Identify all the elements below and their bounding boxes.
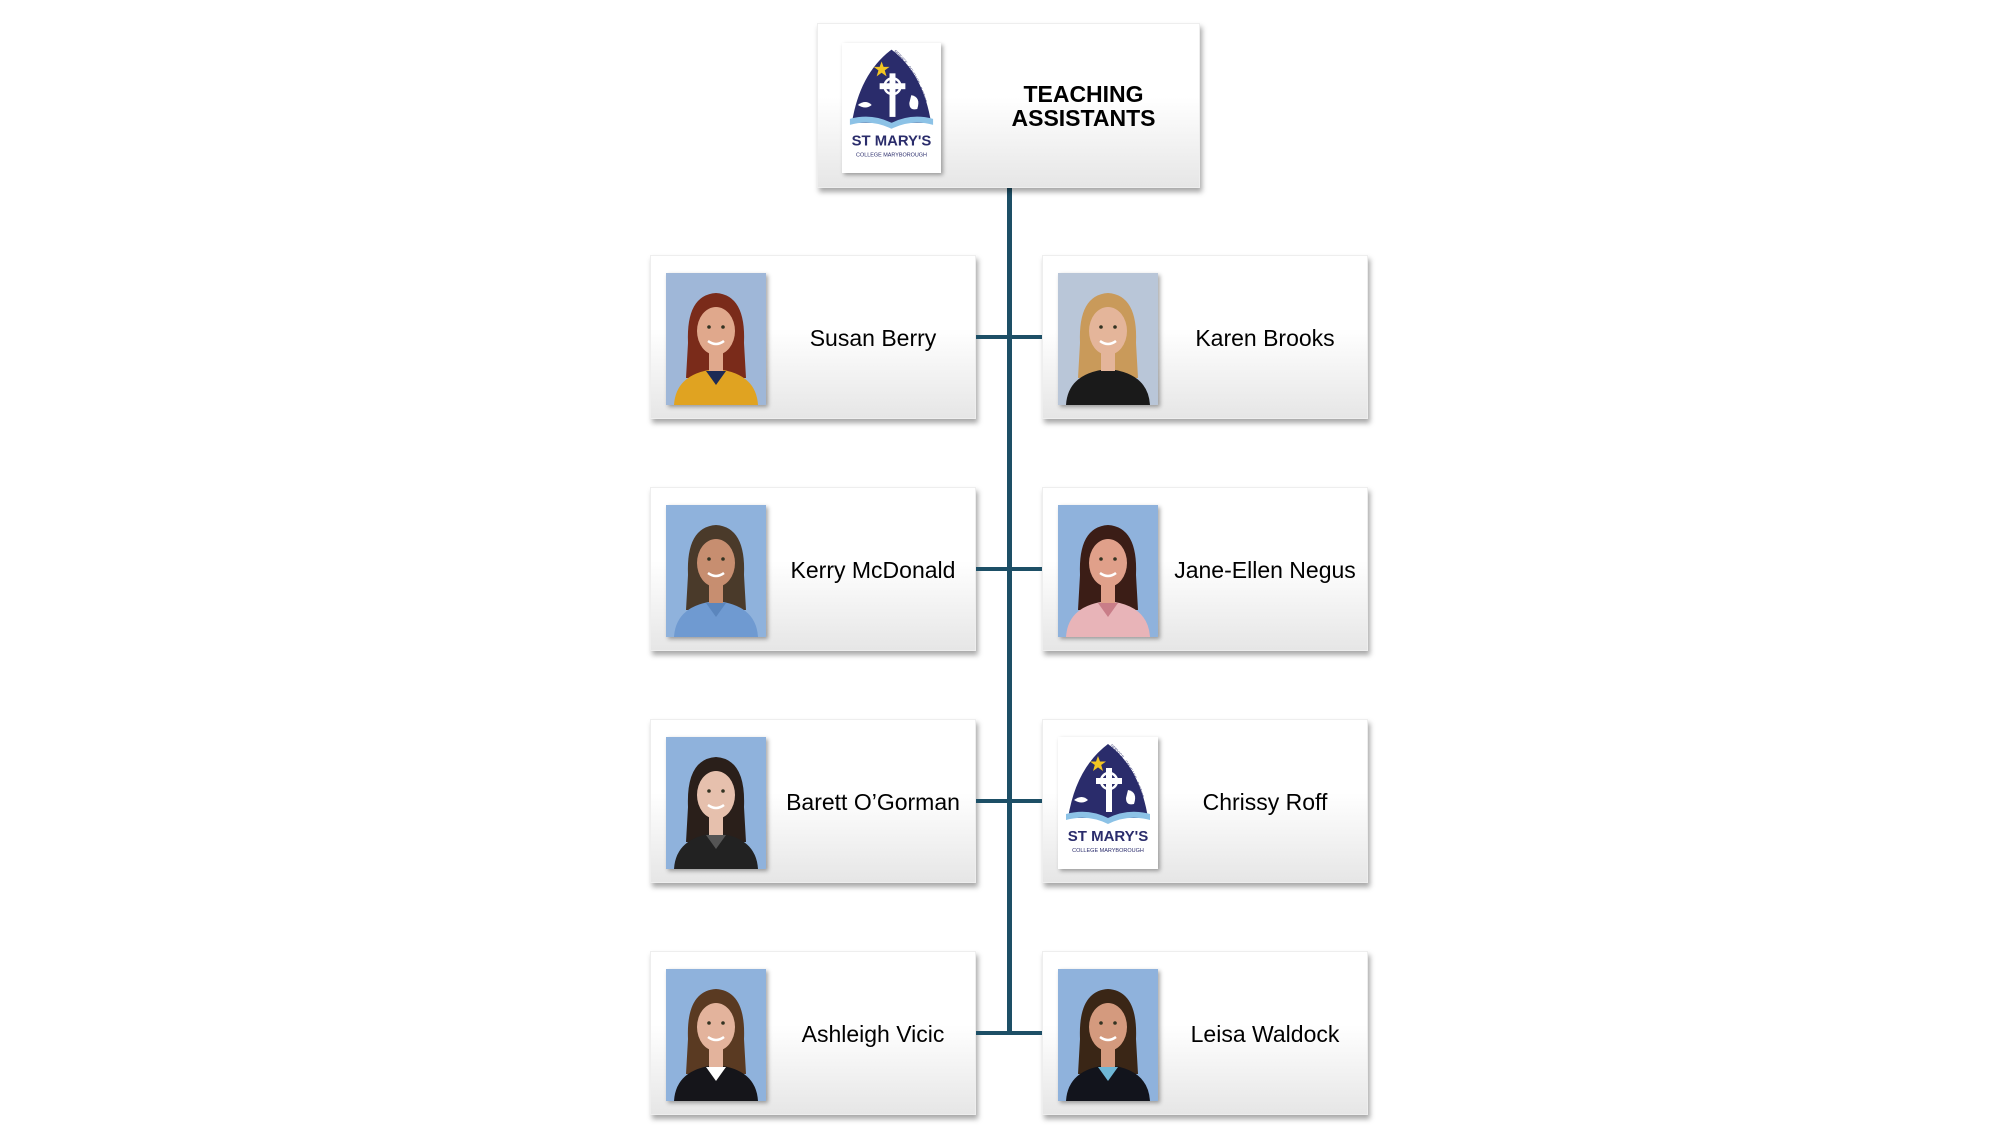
header-card: SERVICE · COURAGE · JUSTICE ST MARY'S CO… <box>817 23 1200 188</box>
branch-connector <box>1010 1031 1042 1035</box>
school-logo: SERVICE · COURAGE · JUSTICE ST MARY'S CO… <box>1058 737 1158 869</box>
branch-connector <box>976 799 1010 803</box>
branch-connector <box>1010 335 1042 339</box>
staff-card-susan-berry: Susan Berry <box>650 255 976 419</box>
staff-card-karen-brooks: Karen Brooks <box>1042 255 1368 419</box>
staff-photo <box>666 737 766 869</box>
svg-text:ST MARY'S: ST MARY'S <box>852 134 932 150</box>
staff-photo <box>666 969 766 1101</box>
branch-connector <box>976 567 1010 571</box>
org-chart-trunk-connector <box>1007 188 1012 1035</box>
staff-name: Susan Berry <box>809 325 937 351</box>
staff-photo <box>1058 273 1158 405</box>
branch-connector <box>976 1031 1010 1035</box>
staff-photo <box>666 273 766 405</box>
staff-name: Jane-Ellen Negus <box>1174 557 1356 583</box>
staff-card-chrissy-roff: SERVICE · COURAGE · JUSTICE ST MARY'S CO… <box>1042 719 1368 883</box>
staff-card-leisa-waldock: Leisa Waldock <box>1042 951 1368 1115</box>
svg-text:COLLEGE MARYBOROUGH: COLLEGE MARYBOROUGH <box>856 153 927 159</box>
branch-connector <box>1010 567 1042 571</box>
staff-card-ashleigh-vicic: Ashleigh Vicic <box>650 951 976 1115</box>
staff-name: Barett O’Gorman <box>786 789 960 815</box>
staff-name: Chrissy Roff <box>1202 789 1328 815</box>
staff-photo <box>1058 969 1158 1101</box>
branch-connector <box>1010 799 1042 803</box>
staff-card-barett-o-gorman: Barett O’Gorman <box>650 719 976 883</box>
title-line-2: ASSISTANTS <box>1011 105 1156 131</box>
branch-connector <box>976 335 1010 339</box>
svg-text:COLLEGE MARYBOROUGH: COLLEGE MARYBOROUGH <box>1072 848 1144 854</box>
staff-card-jane-ellen-negus: Jane-Ellen Negus <box>1042 487 1368 651</box>
staff-photo <box>1058 505 1158 637</box>
staff-card-kerry-mcdonald: Kerry McDonald <box>650 487 976 651</box>
staff-name: Ashleigh Vicic <box>801 1021 945 1047</box>
school-logo: SERVICE · COURAGE · JUSTICE ST MARY'S CO… <box>842 43 941 173</box>
svg-text:ST MARY'S: ST MARY'S <box>1068 828 1149 845</box>
page-title: TEACHING ASSISTANTS <box>968 82 1199 130</box>
staff-name: Kerry McDonald <box>790 557 956 583</box>
title-line-1: TEACHING <box>1023 81 1144 107</box>
staff-name: Karen Brooks <box>1195 325 1335 351</box>
staff-photo <box>666 505 766 637</box>
staff-name: Leisa Waldock <box>1190 1021 1340 1047</box>
